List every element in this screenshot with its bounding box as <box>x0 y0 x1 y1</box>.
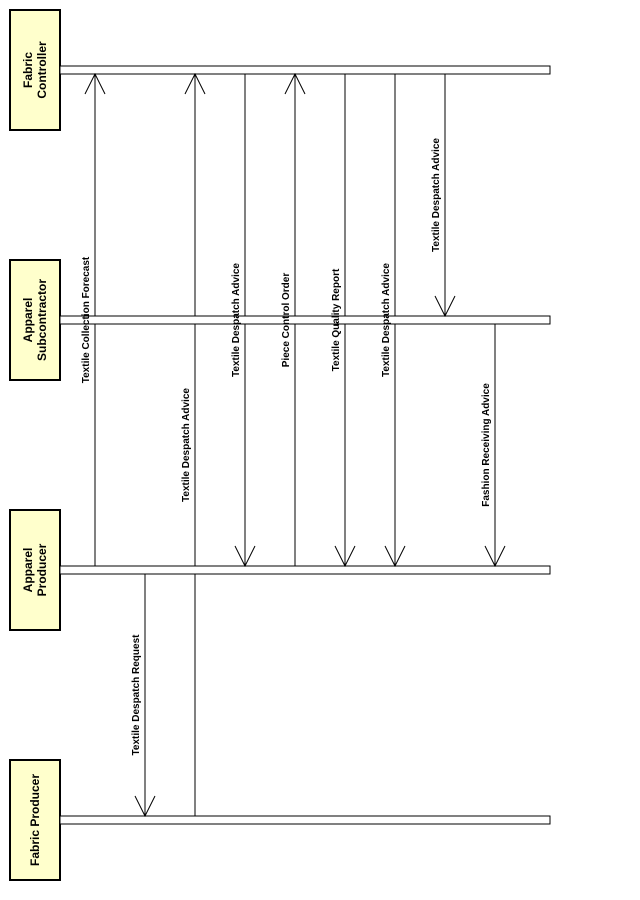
actor-label-line: Producer <box>35 543 49 596</box>
actor-label: Fabric Producer <box>28 774 42 866</box>
arrowhead <box>134 795 156 818</box>
arrowhead <box>184 72 206 95</box>
message-arrow: Textile Collection Forecast <box>81 72 106 566</box>
actor-apparel-subcontractor: ApparelSubcontractor <box>9 259 61 381</box>
message-label: Piece Control Order <box>281 273 292 368</box>
actor-label-line: Fabric Producer <box>28 774 42 866</box>
actor-label: FabricController <box>21 41 49 99</box>
message-arrow: Textile Despatch Request <box>131 574 156 818</box>
message-label: Textile Despatch Request <box>131 634 142 756</box>
message-label: Textile Despatch Advice <box>431 138 442 252</box>
message-label: Textile Despatch Advice <box>381 263 392 377</box>
actor-label-line: Apparel <box>21 298 35 343</box>
actor-label-line: Apparel <box>21 548 35 593</box>
message-arrow: Piece Control Order <box>281 72 306 566</box>
actor-label: ApparelProducer <box>21 543 49 596</box>
actor-apparel-producer: ApparelProducer <box>9 509 61 631</box>
actor-label-line: Subcontractor <box>35 279 49 361</box>
lifeline-fabric-controller <box>59 65 551 75</box>
message-label: Textile Despatch Advice <box>231 263 242 377</box>
arrowhead <box>334 545 356 568</box>
actor-box <box>9 509 61 631</box>
message-label: Textile Quality Report <box>331 268 342 371</box>
lifeline-apparel-producer <box>59 565 551 575</box>
message-arrow: Fashion Receiving Advice <box>481 324 506 568</box>
message-arrow: Textile Quality Report <box>331 74 356 568</box>
actor-box <box>9 9 61 131</box>
message-arrow: Textile Despatch Advice <box>431 74 456 318</box>
arrowhead <box>234 545 256 568</box>
message-label: Textile Collection Forecast <box>81 256 92 383</box>
actor-label-line: Fabric <box>21 52 35 88</box>
actor-label-line: Controller <box>35 41 49 99</box>
arrowhead <box>384 545 406 568</box>
arrowhead <box>84 72 106 95</box>
message-arrow: Textile Despatch Advice <box>181 72 206 816</box>
message-label: Textile Despatch Advice <box>181 388 192 502</box>
actor-label: ApparelSubcontractor <box>21 279 49 361</box>
message-arrow: Textile Despatch Advice <box>231 74 256 568</box>
arrowhead <box>484 545 506 568</box>
lifeline-fabric-producer <box>59 815 551 825</box>
message-arrow: Textile Despatch Advice <box>381 74 406 568</box>
actor-fabric-producer: Fabric Producer <box>9 759 61 881</box>
actor-fabric-controller: FabricController <box>9 9 61 131</box>
arrowhead <box>284 72 306 95</box>
message-label: Fashion Receiving Advice <box>481 383 492 507</box>
lifeline-apparel-subcontractor <box>59 315 551 325</box>
arrowhead <box>434 295 456 318</box>
